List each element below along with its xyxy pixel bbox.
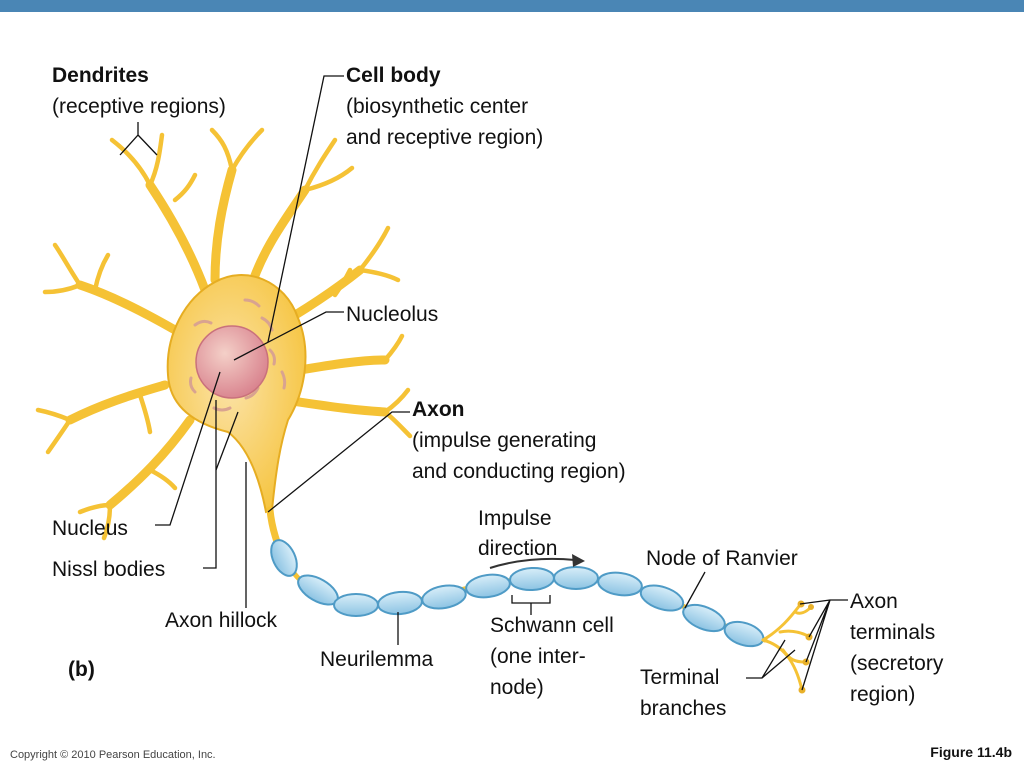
axon-hillock-label: Axon hillock bbox=[165, 609, 278, 632]
axon-terminals-line2: terminals bbox=[850, 621, 936, 644]
axon-terminals-line1: Axon bbox=[850, 590, 898, 613]
nucleus-shape bbox=[195, 325, 269, 399]
nissl-bodies bbox=[189, 298, 287, 412]
impulse-direction-line2: direction bbox=[478, 537, 558, 560]
axon-line2: and conducting region) bbox=[412, 460, 626, 483]
myelin-sheath bbox=[270, 539, 765, 648]
nucleolus-label: Nucleolus bbox=[346, 303, 439, 326]
copyright-text: Copyright © 2010 Pearson Education, Inc. bbox=[10, 749, 216, 761]
dendrites-title: Dendrites bbox=[52, 64, 149, 87]
cell-body-title: Cell body bbox=[346, 64, 441, 87]
axon-terminals-line3: (secretory bbox=[850, 652, 944, 675]
terminal-branches-line1: Terminal bbox=[640, 666, 720, 689]
terminal-branches-shape bbox=[761, 603, 812, 692]
node-of-ranvier-label: Node of Ranvier bbox=[646, 547, 798, 570]
panel-label: (b) bbox=[68, 658, 95, 681]
neurilemma-label: Neurilemma bbox=[320, 648, 434, 671]
nissl-bodies-label: Nissl bodies bbox=[52, 558, 166, 581]
schwann-cell-line2: (one inter- bbox=[490, 645, 586, 668]
impulse-direction-line1: Impulse bbox=[478, 507, 552, 530]
figure-number: Figure 11.4b bbox=[930, 744, 1012, 760]
cell-body-line2: and receptive region) bbox=[346, 126, 544, 149]
terminal-branches-line2: branches bbox=[640, 697, 727, 720]
leader-lines bbox=[119, 75, 848, 691]
axon-title: Axon bbox=[412, 398, 465, 421]
schwann-cell-line3: node) bbox=[490, 676, 544, 699]
top-bar bbox=[0, 0, 1024, 12]
dendrites-subtitle: (receptive regions) bbox=[52, 95, 226, 118]
nucleus-label: Nucleus bbox=[52, 517, 128, 540]
axon-line1: (impulse generating bbox=[412, 429, 597, 452]
impulse-direction-arrow bbox=[489, 554, 585, 569]
axon-terminals-line4: region) bbox=[850, 683, 916, 706]
cell-body-line1: (biosynthetic center bbox=[346, 95, 529, 118]
schwann-cell-line1: Schwann cell bbox=[490, 614, 614, 637]
